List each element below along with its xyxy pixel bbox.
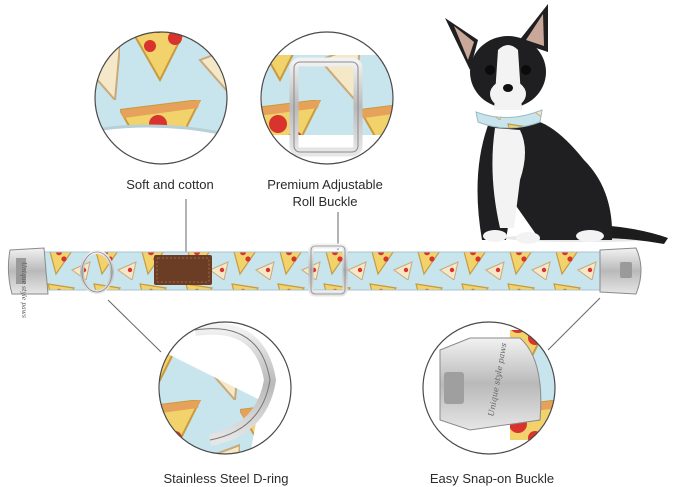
collar-engraving: Unique style paws <box>20 262 27 318</box>
feature-label-snap-buckle: Easy Snap-on Buckle <box>429 471 555 486</box>
detail-circle-d-ring <box>158 321 292 455</box>
detail-circle-fabric <box>94 31 228 165</box>
feature-label-roll-buckle-line1: Premium Adjustable <box>267 177 383 192</box>
feature-label-soft-cotton: Soft and cotton <box>126 177 214 192</box>
collar-image <box>7 243 642 297</box>
feature-label-roll-buckle: Premium Adjustable Roll Buckle <box>246 176 404 210</box>
leader-lines <box>107 199 601 353</box>
detail-circle-snap-buckle <box>422 321 556 455</box>
feature-label-d-ring: Stainless Steel D-ring <box>163 471 289 486</box>
chihuahua-dog-image <box>445 4 668 244</box>
detail-circle-roll-buckle <box>260 31 394 165</box>
feature-label-roll-buckle-line2: Roll Buckle <box>292 194 358 209</box>
